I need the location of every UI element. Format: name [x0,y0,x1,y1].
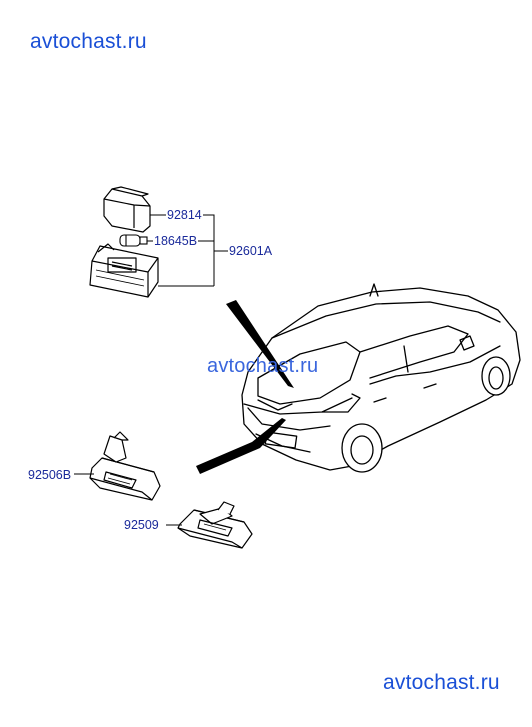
lamp-housing-part [89,243,159,298]
watermark-bottom: avtochast.ru [383,671,500,694]
part-label-lamp-type-c: 92509 [124,518,159,532]
part-label-bulb: 18645B [154,234,197,248]
pointer-wedge-bottom [196,418,286,474]
lens-cover-part [103,186,151,233]
part-label-lamp-assembly: 92601A [229,244,273,258]
part-label-lens-cover: 92814 [167,208,202,222]
watermark-top: avtochast.ru [30,30,147,53]
watermark-middle: avtochast.ru [207,355,319,377]
sedan-rear-view [241,283,521,473]
lamp-type-b-part [89,431,161,501]
assembly-bracket-lines [147,214,228,287]
pointer-wedge-top [226,300,294,388]
lamp-type-c-part [177,501,253,549]
part-label-lamp-type-b: 92506B [28,468,71,482]
bulb-part [119,234,148,247]
